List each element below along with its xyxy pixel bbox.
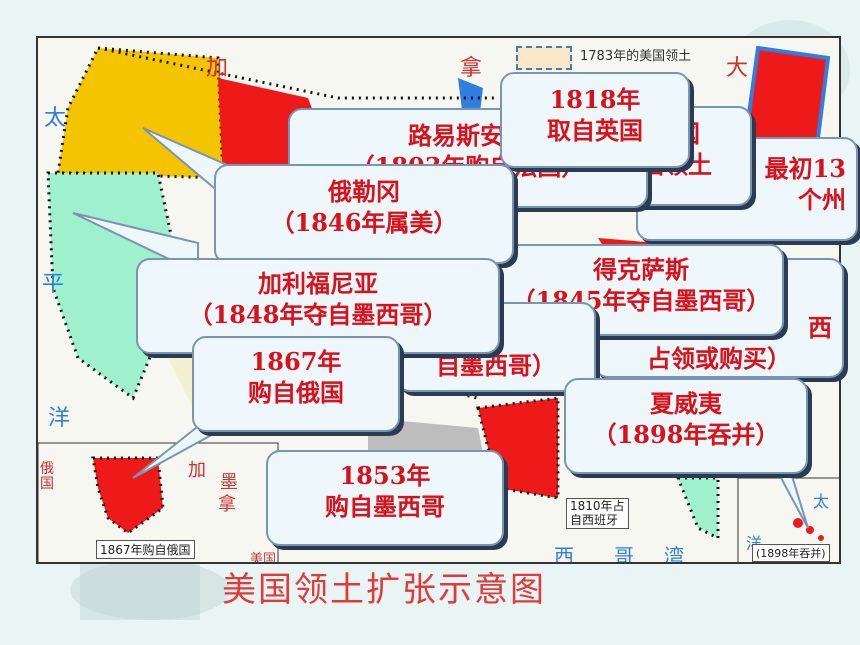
callout-hawaii-line2: （1898年吞并） (592, 420, 780, 450)
map-label-yang: 洋 (48, 406, 71, 431)
map-label-tai: 太 (44, 106, 67, 131)
map-label-xi: 西 (554, 544, 574, 564)
map-label-ping: 平 (42, 272, 65, 297)
legend-swatch (516, 46, 572, 70)
callout-alaska-line1: 1867年 (250, 347, 342, 376)
callout-alaska-line2: 购自俄国 (248, 378, 344, 408)
map-label-jia: 加 (206, 56, 229, 81)
callout-texas: 得克萨斯 （1845年夺自墨西哥） (498, 244, 784, 336)
map-label-wan: 湾 (664, 544, 684, 564)
map-label-na: 拿 (460, 56, 483, 81)
alaska-inset-label: 1867年购自俄国 (96, 540, 195, 559)
map-label-meiguo: 美国 (250, 552, 277, 564)
callout-california-line2: （1848年夺自墨西哥） (188, 300, 448, 330)
page-title: 美国领土扩张示意图 (222, 570, 546, 610)
callout-oregon: 俄勒冈 （1846年属美） (214, 164, 514, 264)
map-label-russia: 俄 国 (40, 461, 54, 493)
callout-original-13-line1: 最初13 (764, 154, 846, 183)
florida-label-line1: 1810年占 (570, 499, 625, 513)
callout-mexico-part-line1: 自墨西哥） (436, 351, 556, 380)
florida-label-line2: 自西班牙 (570, 513, 619, 528)
florida-label: 1810年占 自西班牙 (566, 498, 629, 529)
callout-1818-line2: 取自英国 (547, 116, 643, 146)
callout-california-line1: 加利福尼亚 (258, 269, 378, 298)
callout-1853-gadsden: 1853年 购自墨西哥 (266, 450, 504, 546)
callout-texas-line1: 得克萨斯 (593, 255, 689, 284)
map-label-ge: 哥 (614, 544, 634, 564)
callout-original-13-line2: 个州 (798, 185, 846, 215)
legend-label: 1783年的美国领土 (580, 49, 692, 64)
callout-hawaii: 夏威夷 （1898年吞并） (564, 378, 808, 474)
callout-other-line1: 西 (808, 313, 832, 342)
hawaii-inset-label: (1898年吞并) (752, 544, 830, 562)
map-label-na2: 拿 (218, 494, 236, 515)
callout-1818-line1: 1818年 (549, 85, 641, 114)
callout-1853-line2: 购自墨西哥 (325, 492, 445, 522)
callout-hawaii-line1: 夏威夷 (650, 389, 722, 418)
callout-oregon-line2: （1846年属美） (270, 208, 458, 238)
callout-1853-line1: 1853年 (339, 461, 431, 490)
callout-oregon-line1: 俄勒冈 (328, 177, 400, 206)
map-label-jia2: 加 (188, 460, 206, 481)
map-label-tai2: 太 (813, 492, 830, 511)
callout-alaska: 1867年 购自俄国 (192, 336, 400, 432)
map-label-da: 大 (726, 56, 749, 81)
callout-1818-england: 1818年 取自英国 (500, 72, 690, 168)
map-label-mo: 墨 (220, 472, 238, 493)
callout-other-line2: 占领或购买） (647, 344, 791, 374)
